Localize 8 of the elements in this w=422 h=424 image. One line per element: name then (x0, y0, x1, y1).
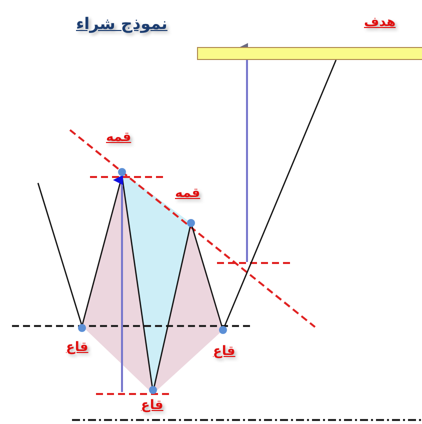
target-label: هدف (364, 16, 396, 29)
trough-label: قاع (66, 341, 88, 354)
trough-label: قاع (213, 345, 236, 358)
diagram-title: نموذج شراء (76, 16, 168, 32)
peak-label: قمه (175, 187, 200, 200)
peak-label: قمه (106, 131, 132, 144)
target-bar (197, 47, 422, 60)
trough-label: قاع (141, 399, 164, 412)
